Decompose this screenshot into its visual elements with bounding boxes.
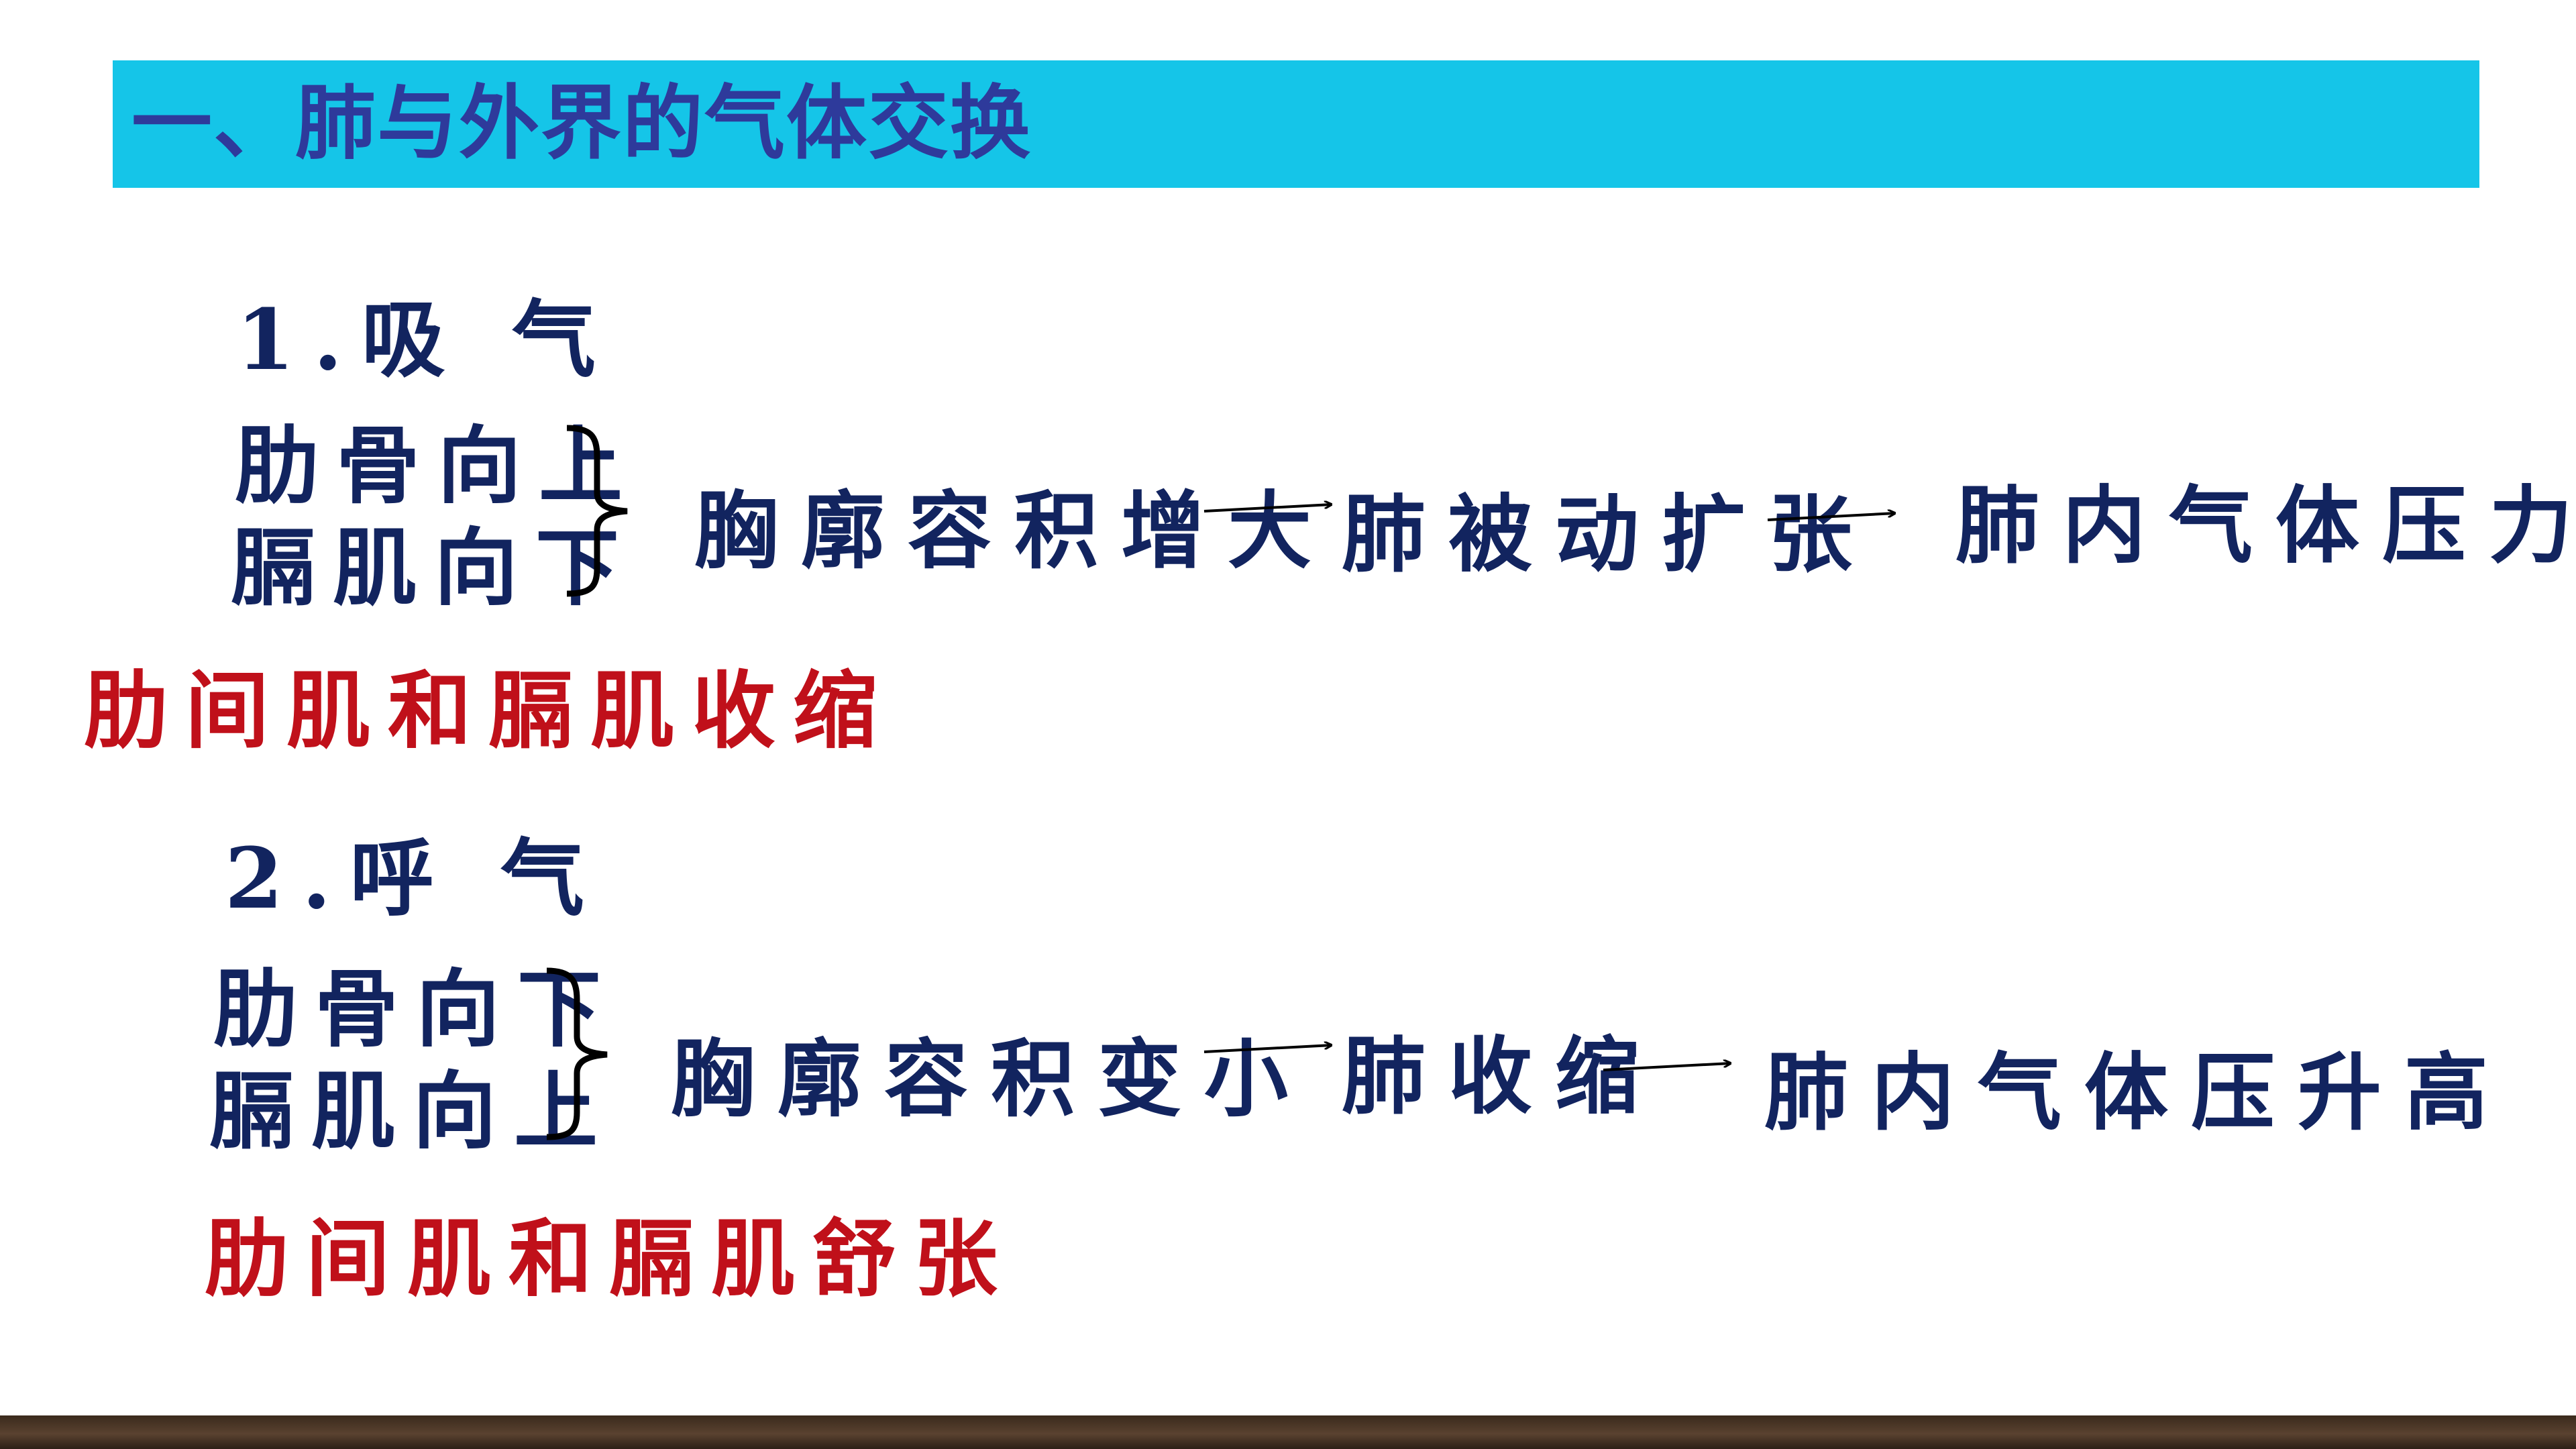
inhale-muscle-state: 肋间肌和膈肌收缩 — [84, 662, 894, 760]
exhale-heading: 2.呼 气 — [225, 830, 604, 928]
floor-strip — [0, 1415, 2576, 1449]
inhale-condition-diaphragm: 膈肌向下 — [231, 519, 637, 617]
exhale-muscle-state: 肋间肌和膈肌舒张 — [205, 1210, 1015, 1308]
title-bar: 一、肺与外界的气体交换 — [113, 60, 2479, 188]
exhale-flow-step-3: 肺内气体压升高 — [1764, 1044, 2511, 1142]
page-title: 一、肺与外界的气体交换 — [131, 77, 1032, 170]
inhale-flow-step-3: 肺内气体压力低 — [1955, 477, 2576, 575]
exhale-brace — [546, 967, 608, 1140]
exhale-condition-ribs: 肋骨向下 — [213, 961, 619, 1059]
inhale-arrow-2 — [1767, 513, 1895, 521]
exhale-arrow-2 — [1603, 1063, 1731, 1071]
inhale-arrow-1 — [1203, 504, 1332, 513]
inhale-heading: 1.吸 气 — [236, 291, 615, 389]
exhale-flow-step-1: 胸廓容积变小 — [671, 1030, 1311, 1128]
inhale-flow-step-1: 胸廓容积增大 — [694, 482, 1334, 580]
inhale-brace — [566, 425, 628, 597]
exhale-condition-diaphragm: 膈肌向上 — [210, 1063, 615, 1161]
exhale-flow-step-2: 肺收缩 — [1342, 1028, 1662, 1126]
inhale-flow-step-2: 肺被动扩张 — [1342, 486, 1875, 584]
exhale-arrow-1 — [1203, 1045, 1332, 1053]
inhale-condition-ribs: 肋骨向上 — [235, 417, 640, 515]
